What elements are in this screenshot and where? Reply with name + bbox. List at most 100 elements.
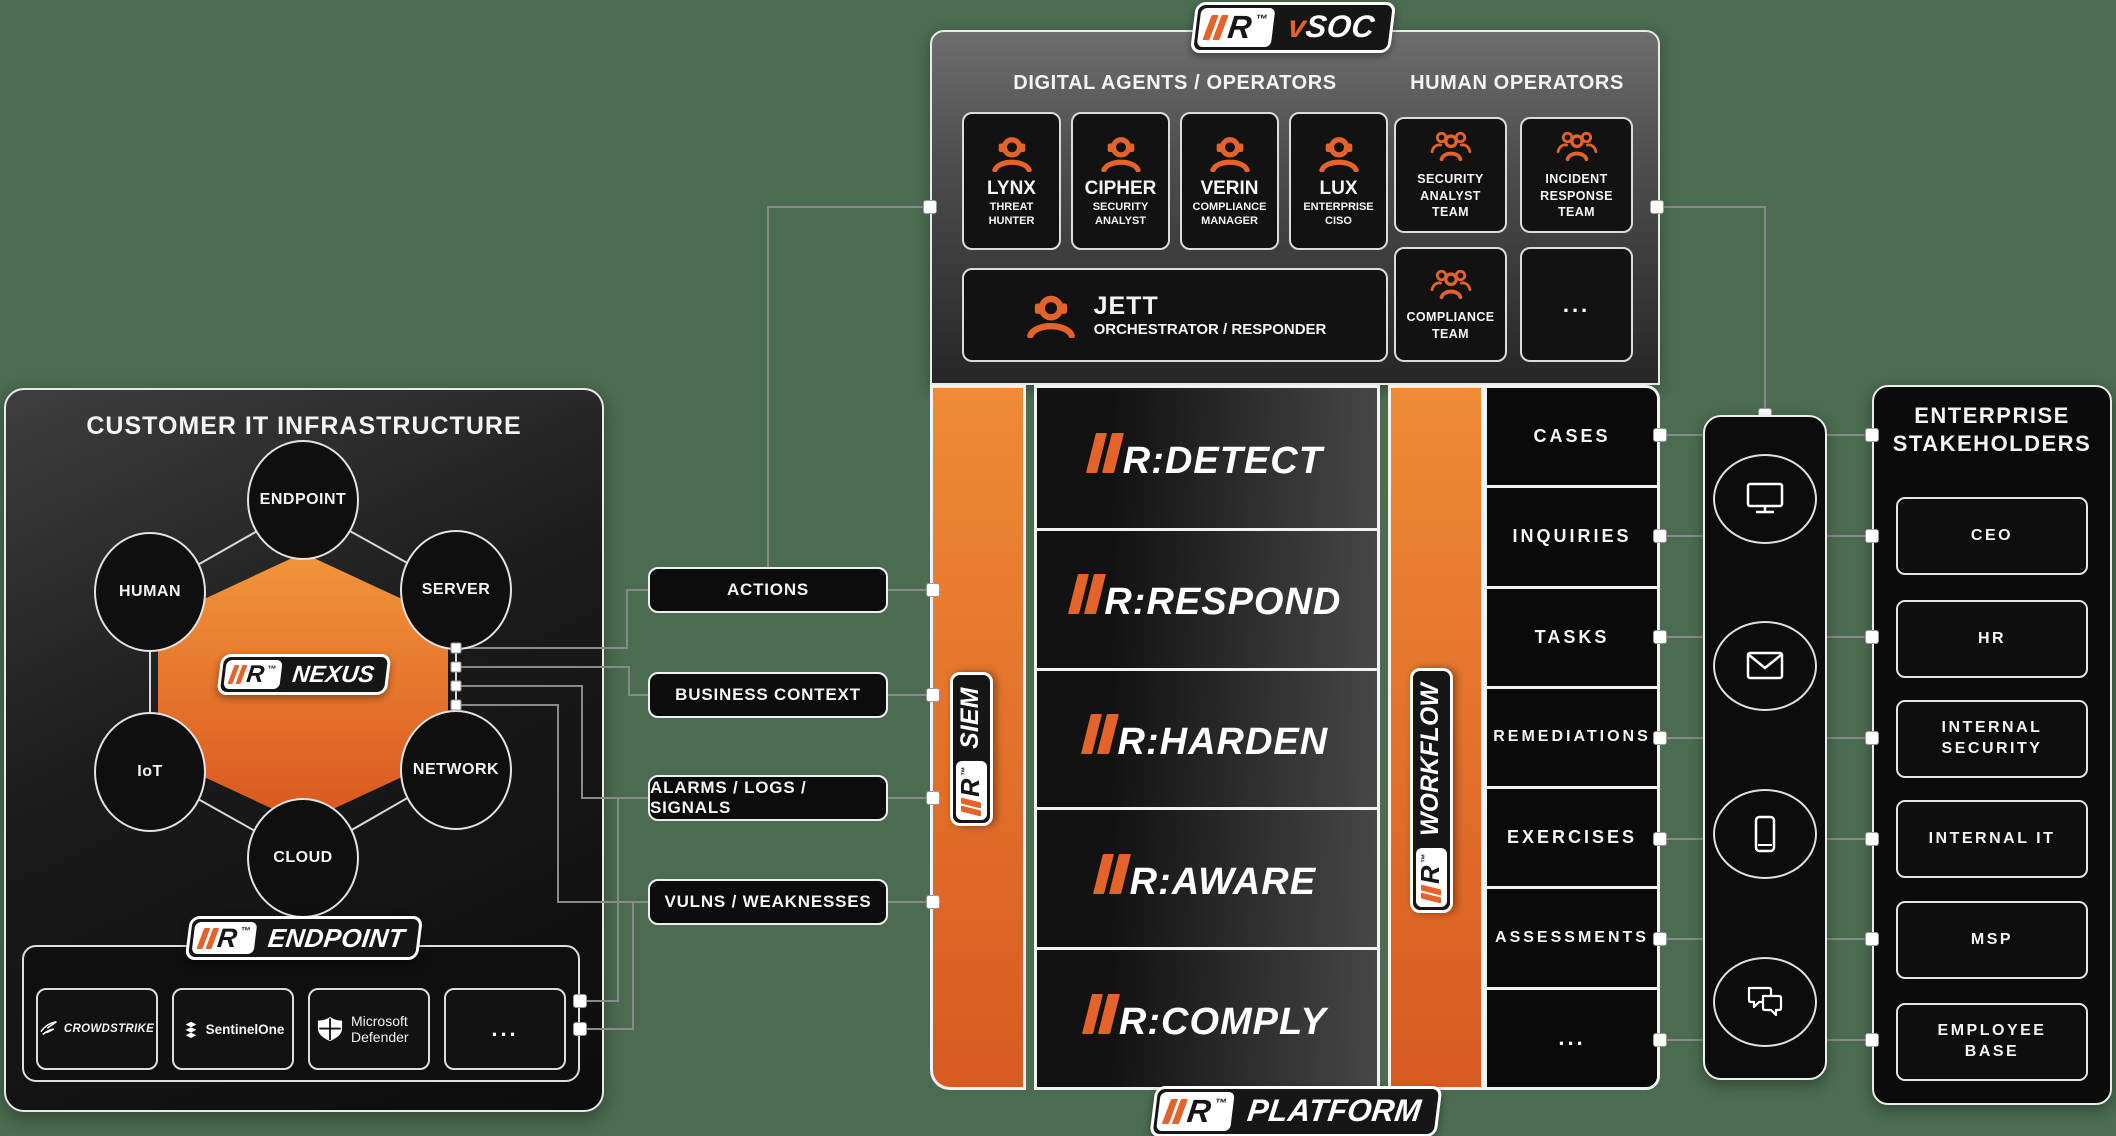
flow-label-alarms-logs-signals: ALARMS / LOGS / SIGNALS: [648, 775, 888, 821]
agent-card-jett: JETT ORCHESTRATOR / RESPONDER: [962, 268, 1388, 362]
vendor-label: SentinelOne: [205, 1021, 285, 1037]
team-icon: [1430, 269, 1471, 299]
team-label: COMPLIANCE TEAM: [1406, 309, 1495, 341]
agent-role: COMPLIANCE MANAGER: [1192, 200, 1267, 227]
workflow-badge-label: WORKFLOW: [1417, 683, 1445, 836]
crowdstrike-falcon-icon: [40, 1021, 57, 1036]
brand-bars-icon: [1161, 1098, 1189, 1125]
output-inquiries: INQUIRIES: [1487, 485, 1657, 586]
team-card-incident-response: INCIDENT RESPONSE TEAM: [1520, 117, 1633, 233]
connector-node: [573, 1022, 587, 1036]
agent-role: THREAT HUNTER: [988, 200, 1035, 227]
connector-node: [450, 642, 462, 654]
output-cases: CASES: [1487, 388, 1657, 486]
vsoc-badge-soc: SOC: [1303, 9, 1377, 45]
agent-role: ORCHESTRATOR / RESPONDER: [1093, 321, 1327, 338]
agent-name: VERIN: [1200, 177, 1259, 199]
vendor-card-crowdstrike: CROWDSTRIKE: [36, 988, 158, 1070]
digital-agents-header: DIGITAL AGENTS / OPERATORS: [1013, 72, 1337, 94]
vendor-label: CROWDSTRIKE: [63, 1023, 155, 1035]
vendor-card-microsoft-defender: Microsoft Defender: [308, 988, 430, 1070]
infra-node-server: SERVER: [400, 530, 512, 650]
brand-bars-icon: [1067, 574, 1106, 615]
nexus-badge-label: NEXUS: [291, 661, 376, 688]
connector-node: [1865, 529, 1879, 543]
team-label: SECURITY ANALYST TEAM: [1417, 171, 1484, 220]
output-exercises: EXERCISES: [1487, 786, 1657, 887]
stakeholder-internal-it: INTERNAL IT: [1896, 800, 2088, 878]
connector-node: [1865, 1033, 1879, 1047]
brand-bars-icon: [1080, 714, 1119, 754]
brand-bars-icon: [1092, 853, 1131, 894]
stakeholder-msp: MSP: [1896, 901, 2088, 979]
stakeholder-internal-security: INTERNAL SECURITY: [1896, 700, 2088, 778]
outputs-column: CASES INQUIRIES TASKS REMEDIATIONS EXERC…: [1484, 385, 1660, 1090]
chat-icon: [1713, 957, 1817, 1047]
endpoint-badge-label: ENDPOINT: [266, 922, 407, 953]
flow-label-vulns-weaknesses: VULNS / WEAKNESSES: [648, 879, 888, 925]
agent-avatar-icon: [1026, 295, 1075, 338]
connector-node: [1865, 932, 1879, 946]
agent-avatar-icon: [991, 136, 1032, 172]
more-teams-label: ...: [1562, 291, 1591, 317]
team-icon: [1430, 131, 1471, 161]
vendor-card-more: ...: [444, 988, 566, 1070]
customer-infrastructure-title: CUSTOMER IT INFRASTRUCTURE: [86, 412, 522, 440]
module-comply: R:COMPLY: [1037, 947, 1377, 1088]
brand-bars-icon: [961, 797, 982, 817]
connector-node: [1653, 1033, 1667, 1047]
output-tasks: TASKS: [1487, 585, 1657, 686]
more-vendors-label: ...: [491, 1016, 519, 1041]
brand-bars-icon: [196, 927, 219, 949]
module-respond: R:RESPOND: [1037, 527, 1377, 668]
stakeholder-ceo: CEO: [1896, 497, 2088, 575]
team-label: INCIDENT RESPONSE TEAM: [1540, 171, 1613, 220]
connector-node: [1865, 630, 1879, 644]
email-icon: [1713, 621, 1817, 711]
agent-role: ENTERPRISE CISO: [1303, 200, 1374, 227]
connector-node: [573, 994, 587, 1008]
agent-card-cipher: CIPHER SECURITY ANALYST: [1071, 112, 1170, 250]
agent-avatar-icon: [1100, 136, 1141, 172]
stakeholder-employee-base: EMPLOYEE BASE: [1896, 1003, 2088, 1081]
stakeholders-title: ENTERPRISE STAKEHOLDERS: [1892, 403, 2092, 456]
infra-node-network: NETWORK: [400, 710, 512, 830]
infra-node-endpoint: ENDPOINT: [247, 440, 359, 560]
brand-bars-icon: [1086, 432, 1124, 473]
agent-avatar-icon: [1318, 136, 1359, 172]
sentinelone-logo-icon: [185, 1021, 197, 1038]
connector-node: [450, 699, 462, 711]
vendor-label: Microsoft Defender: [351, 1012, 409, 1045]
defender-shield-icon: [317, 1016, 343, 1042]
platform-badge-label: PLATFORM: [1245, 1093, 1424, 1129]
team-card-security-analyst: SECURITY ANALYST TEAM: [1394, 117, 1507, 233]
vendor-card-sentinelone: SentinelOne: [172, 988, 294, 1070]
connector-node: [1865, 832, 1879, 846]
human-operators-header: HUMAN OPERATORS: [1410, 72, 1624, 94]
brand-bars-icon: [1082, 993, 1120, 1034]
stakeholder-hr: HR: [1896, 600, 2088, 678]
connector-node: [1650, 200, 1664, 214]
agent-card-lux: LUX ENTERPRISE CISO: [1289, 112, 1388, 250]
channels-rail: [1703, 415, 1827, 1080]
connector-node: [1653, 731, 1667, 745]
connector-node: [450, 680, 462, 692]
agent-name: LYNX: [987, 177, 1036, 199]
connector-node: [1865, 731, 1879, 745]
team-card-compliance: COMPLIANCE TEAM: [1394, 247, 1507, 362]
flow-label-business-context: BUSINESS CONTEXT: [648, 672, 888, 718]
connector-node: [926, 895, 940, 909]
module-harden: R:HARDEN: [1037, 667, 1377, 808]
agent-avatar-icon: [1209, 136, 1250, 172]
connector-node: [1653, 832, 1667, 846]
brand-bars-icon: [1202, 14, 1230, 41]
siem-badge-label: SIEM: [957, 687, 985, 749]
team-icon: [1556, 131, 1597, 161]
